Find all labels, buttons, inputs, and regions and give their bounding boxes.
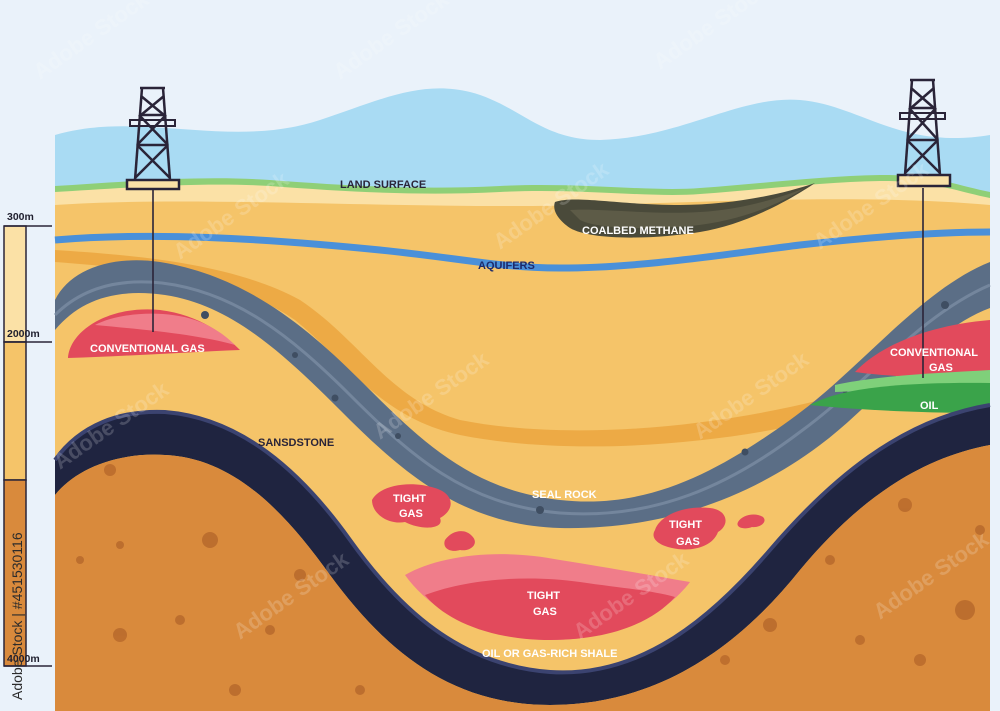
label-tight-gas-3a: TIGHT [527,590,560,602]
label-tight-gas-2b: GAS [676,536,700,548]
sand-streak-upper [55,250,990,447]
label-conventional-gas-right-1: CONVENTIONAL [890,347,978,359]
tight-gas-blob-1 [372,484,451,528]
conventional-gas-left-top [95,313,235,345]
label-conventional-gas-right-2: GAS [929,362,953,374]
label-tight-gas-1a: TIGHT [393,493,426,505]
tight-gas-blob-4 [737,514,765,529]
depth-label-300m: 300m [7,211,34,223]
drilling-rig-right [896,78,952,378]
shale-layer-edge [53,403,991,675]
label-conventional-gas-left: CONVENTIONAL GAS [90,343,205,355]
tight-gas-blob-3 [653,507,726,550]
depth-label-2000m: 2000m [7,328,40,340]
label-tight-gas-1b: GAS [399,508,423,520]
depth-label-4000m: 4000m [7,653,40,665]
label-sandstone: SANSDSTONE [258,437,334,449]
depth-scale: 300m 2000m 4000m [3,211,52,667]
drilling-rig-left [125,86,181,332]
deep-rock-pebbles [76,464,985,696]
label-tight-gas-3b: GAS [533,606,557,618]
stock-credit: Adobe Stock | #451530116 [9,532,25,700]
tight-gas-blob-2 [444,531,475,551]
label-shale: OIL OR GAS-RICH SHALE [482,648,617,660]
label-tight-gas-2a: TIGHT [669,519,702,531]
tight-gas-trough-core [425,578,675,640]
deep-rock-layer [55,445,990,711]
label-aquifers: AQUIFERS [478,260,535,272]
label-coalbed-methane: COALBED METHANE [582,225,694,237]
aquifer-band [54,228,991,272]
label-oil: OIL [920,400,939,412]
label-seal-rock: SEAL ROCK [532,489,597,501]
mountains [55,88,990,200]
label-land-surface: LAND SURFACE [340,179,426,191]
coalbed-methane-highlight [570,188,805,228]
oil-deposit [810,382,990,413]
shale-layer [55,405,990,705]
